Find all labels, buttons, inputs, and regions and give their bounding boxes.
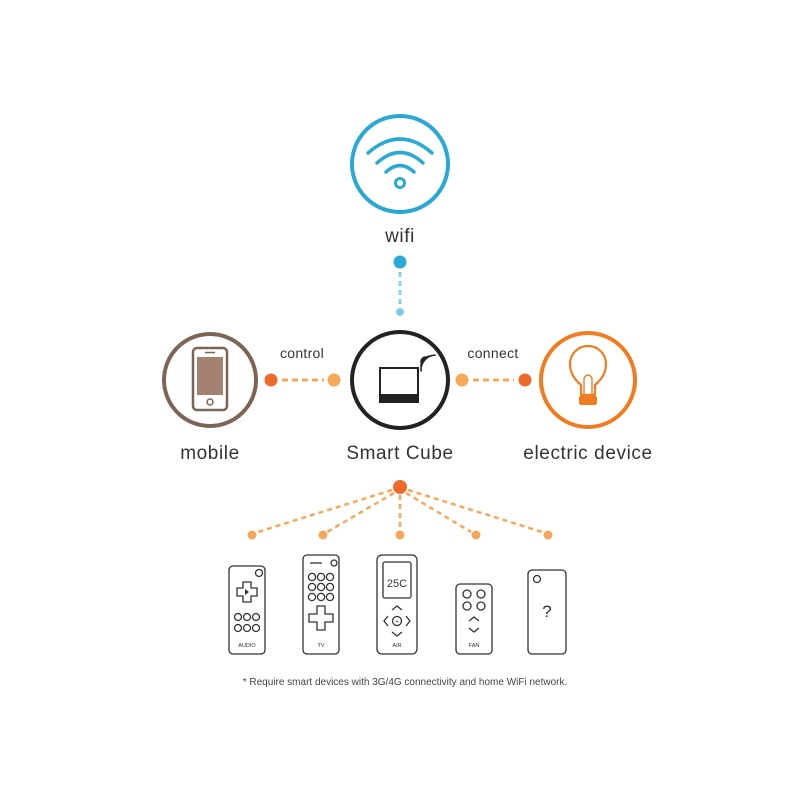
control-label: control bbox=[280, 345, 324, 361]
control-dot-left bbox=[264, 373, 278, 387]
fan-remote-label: FAN bbox=[469, 643, 480, 649]
air-remote-display: 25C bbox=[387, 578, 407, 590]
tv-remote-label: TV bbox=[317, 643, 324, 649]
smart-cube-icon bbox=[379, 354, 436, 403]
footnote: * Require smart devices with 3G/4G conne… bbox=[243, 677, 568, 688]
electric-device-node: electric device bbox=[523, 331, 652, 464]
smart-cube-label: Smart Cube bbox=[346, 443, 453, 464]
mobile-phone-icon bbox=[191, 346, 229, 412]
light-bulb-icon bbox=[568, 344, 608, 405]
connect-label: connect bbox=[467, 345, 518, 361]
fanout-end-air bbox=[395, 530, 405, 540]
audio-remote-label: AUDIO bbox=[238, 643, 256, 649]
fanout-line-audio bbox=[257, 488, 393, 534]
wifi-node: wifi bbox=[350, 114, 450, 247]
svg-text:+: + bbox=[395, 620, 399, 626]
remotes-fanout bbox=[247, 480, 553, 540]
connect-dot-left bbox=[455, 373, 469, 387]
wifi-label: wifi bbox=[384, 226, 415, 247]
unknown-remote-symbol: ? bbox=[542, 602, 551, 621]
fanout-line-unknown bbox=[407, 488, 543, 534]
fanout-line-fan bbox=[405, 491, 472, 534]
tv-remote-icon: TV bbox=[302, 554, 340, 655]
connect-connector: connect bbox=[455, 345, 532, 387]
mobile-label: mobile bbox=[180, 443, 240, 464]
fanout-end-fan bbox=[471, 530, 481, 540]
fanout-end-unknown bbox=[543, 530, 553, 540]
wifi-connector-end-dot bbox=[396, 308, 404, 316]
air-remote-icon: 25C + AIR bbox=[376, 554, 418, 655]
electric-device-circle bbox=[539, 331, 637, 429]
smart-cube-node: Smart Cube bbox=[346, 330, 453, 464]
connect-dot-right bbox=[518, 373, 532, 387]
fan-remote-icon: FAN bbox=[455, 583, 493, 655]
air-remote-label: AIR bbox=[392, 643, 401, 649]
control-dot-right bbox=[327, 373, 341, 387]
mobile-circle bbox=[162, 332, 258, 428]
fanout-end-audio bbox=[247, 530, 257, 540]
wifi-icon bbox=[366, 137, 434, 189]
fanout-end-tv bbox=[318, 530, 328, 540]
fanout-line-tv bbox=[326, 491, 395, 534]
wifi-connector bbox=[393, 255, 407, 316]
unknown-remote-icon: ? bbox=[527, 569, 567, 655]
control-connector: control bbox=[264, 345, 341, 387]
electric-device-label: electric device bbox=[523, 443, 652, 464]
fanout-hub-dot bbox=[393, 480, 407, 494]
mobile-node: mobile bbox=[162, 332, 258, 464]
wifi-connector-dot bbox=[393, 255, 407, 269]
audio-remote-icon: AUDIO bbox=[228, 565, 266, 655]
smart-cube-circle bbox=[350, 330, 450, 430]
wifi-circle bbox=[350, 114, 450, 214]
